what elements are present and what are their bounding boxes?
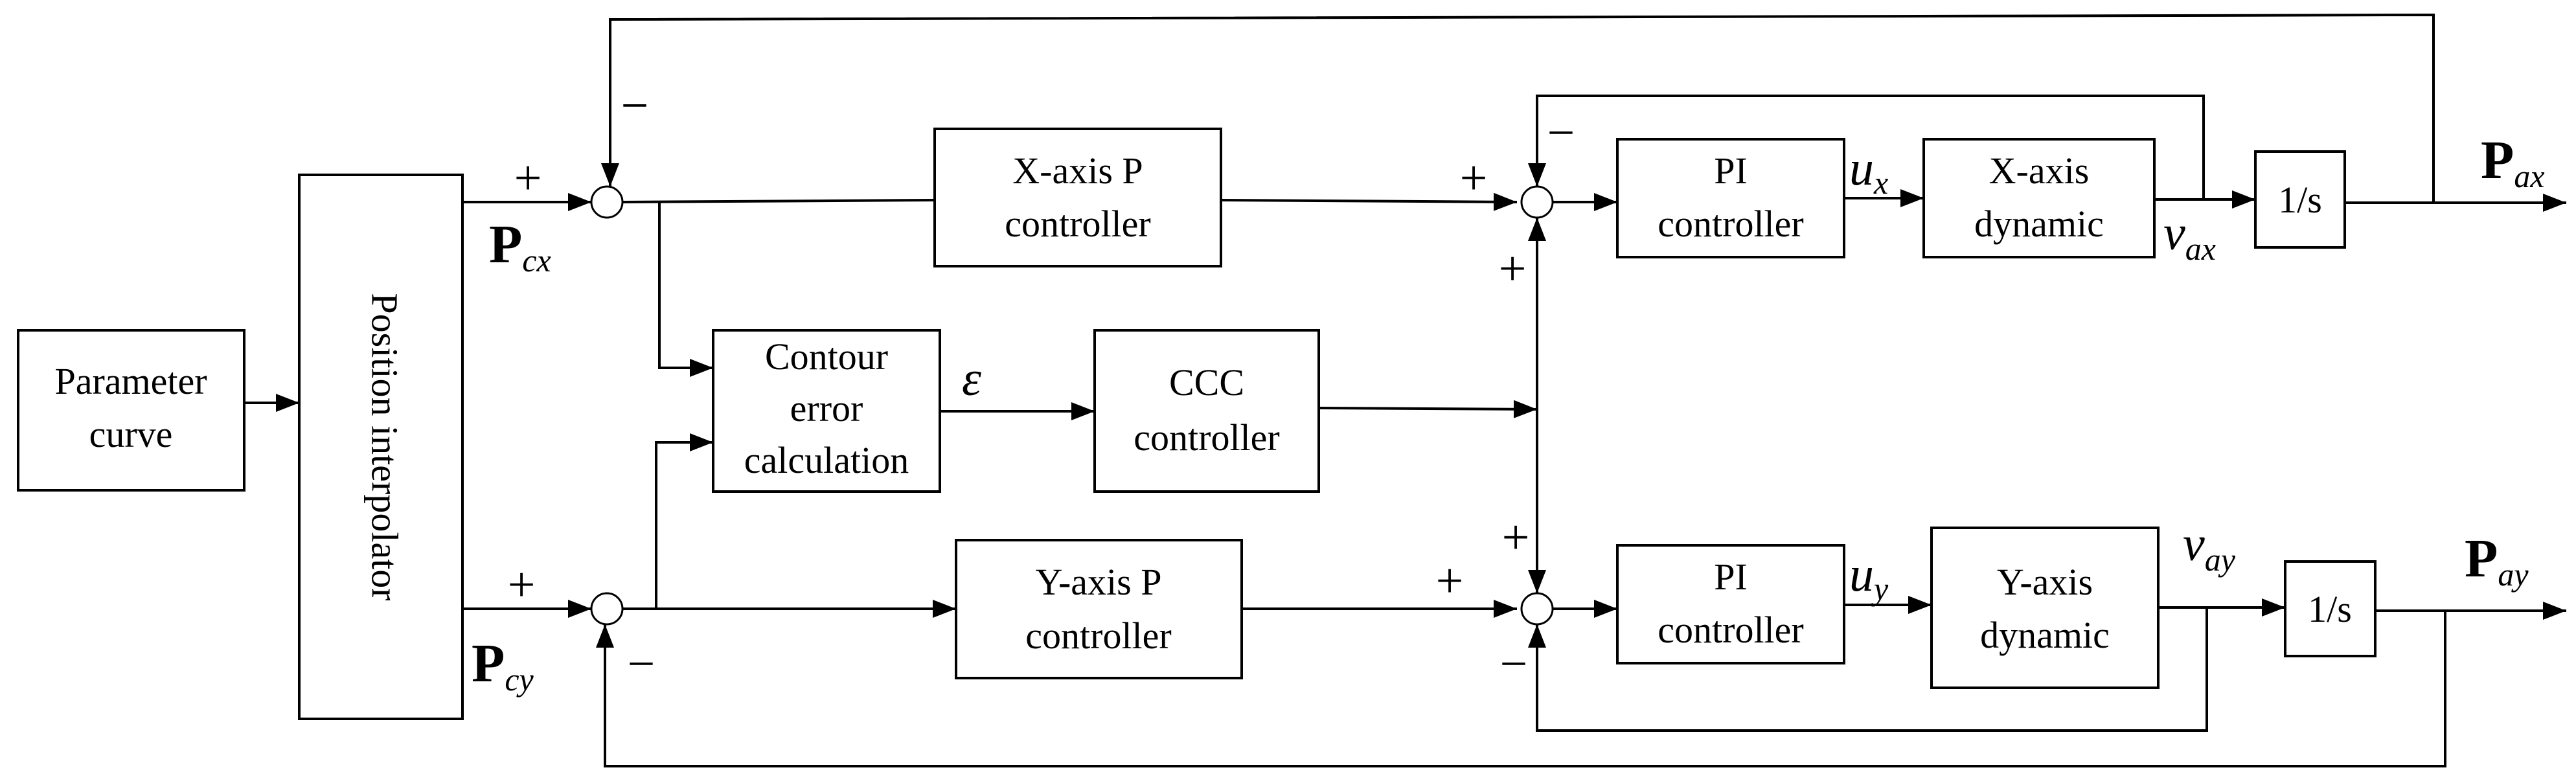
arrow-pay-feedback bbox=[596, 611, 2446, 767]
signal-p-cy: Pcy bbox=[472, 633, 534, 698]
x-dynamic-label-1: X-axis bbox=[1989, 150, 2090, 192]
pi-x-label-2: controller bbox=[1658, 203, 1803, 245]
integrator-y-block: 1/s bbox=[2284, 560, 2377, 657]
x-axis-p-label-1: X-axis P bbox=[1012, 150, 1143, 192]
contour-error-label-1: Contour bbox=[765, 335, 888, 378]
signal-v-ax: vax bbox=[2163, 206, 2216, 267]
pi-y-label-1: PI bbox=[1714, 556, 1748, 598]
integrator-y-label: 1/s bbox=[2308, 588, 2352, 630]
arrow-ccc-to-bus bbox=[1318, 400, 1538, 418]
y-dynamic-label-2: dynamic bbox=[1980, 614, 2110, 656]
pi-x-label-1: PI bbox=[1714, 150, 1748, 192]
line-sum1-to-xp bbox=[622, 199, 935, 203]
sign-sum4-plus-top: + bbox=[1502, 510, 1530, 565]
arrow-pax-feedback bbox=[601, 13, 2435, 203]
y-dynamic-label-1: Y-axis bbox=[1997, 561, 2093, 603]
sum-junction-4 bbox=[1520, 592, 1554, 626]
parameter-curve-block: Parameter curve bbox=[17, 329, 245, 492]
sign-sum3-plus-bottom: + bbox=[1499, 242, 1527, 296]
sign-sum3-minus: − bbox=[1547, 106, 1575, 160]
contour-error-label-3: calculation bbox=[744, 439, 909, 481]
pi-controller-y-block: PI controller bbox=[1616, 544, 1845, 664]
integrator-x-block: 1/s bbox=[2254, 150, 2346, 249]
signal-p-ay: Pay bbox=[2465, 528, 2529, 593]
signal-v-ay: vay bbox=[2183, 517, 2236, 578]
signal-p-cx: Pcx bbox=[489, 214, 551, 278]
signal-u-y: uy bbox=[1849, 547, 1889, 607]
pi-controller-x-block: PI controller bbox=[1616, 138, 1845, 258]
sign-sum4-minus: − bbox=[1500, 637, 1528, 691]
sign-sum3-plus-left: + bbox=[1460, 151, 1488, 205]
sign-sum2-minus: − bbox=[628, 637, 655, 691]
contour-error-block: Contour error calculation bbox=[712, 329, 941, 493]
position-interpolator-block: Position interpolator bbox=[298, 174, 464, 720]
sign-sum4-plus-left: + bbox=[1436, 554, 1464, 608]
connections bbox=[244, 13, 2566, 767]
arrow-sum1-to-contour bbox=[658, 202, 713, 377]
sum-junction-2 bbox=[590, 592, 624, 626]
sign-sum1-plus: + bbox=[514, 151, 542, 205]
arrow-sum2-to-contour bbox=[655, 433, 713, 609]
sign-sum1-minus: − bbox=[621, 78, 649, 133]
sum-junction-1 bbox=[590, 185, 624, 219]
sum-junction-3 bbox=[1520, 185, 1554, 219]
arrow-xp-to-sum3 bbox=[1220, 192, 1518, 211]
arrow-vay-feedback bbox=[1528, 607, 2208, 732]
x-dynamic-label-2: dynamic bbox=[1974, 203, 2104, 245]
contour-error-label-2: error bbox=[790, 387, 863, 429]
position-interpolator-label: Position interpolator bbox=[364, 293, 406, 600]
arrow-vax-feedback bbox=[1528, 95, 2205, 199]
ccc-label-2: controller bbox=[1134, 416, 1279, 459]
junction-signs: + − + − + − + + + − bbox=[508, 78, 1575, 691]
signal-u-x: ux bbox=[1849, 141, 1888, 201]
x-axis-p-controller-block: X-axis P controller bbox=[933, 128, 1222, 267]
sign-sum2-plus: + bbox=[508, 558, 536, 612]
y-axis-p-controller-block: Y-axis P controller bbox=[955, 539, 1243, 679]
ccc-label-1: CCC bbox=[1169, 361, 1244, 403]
y-axis-p-label-2: controller bbox=[1025, 615, 1171, 657]
parameter-curve-label-2: curve bbox=[89, 413, 173, 455]
x-axis-p-label-2: controller bbox=[1005, 203, 1150, 245]
ccc-controller-block: CCC controller bbox=[1093, 329, 1320, 493]
signal-p-ax: Pax bbox=[2481, 130, 2545, 194]
integrator-x-label: 1/s bbox=[2278, 179, 2322, 221]
pi-y-label-2: controller bbox=[1658, 609, 1803, 651]
y-axis-p-label-1: Y-axis P bbox=[1036, 561, 1162, 603]
signal-epsilon: ε bbox=[962, 352, 981, 406]
x-axis-dynamic-block: X-axis dynamic bbox=[1922, 138, 2156, 258]
y-axis-dynamic-block: Y-axis dynamic bbox=[1930, 527, 2160, 689]
parameter-curve-label-1: Parameter bbox=[54, 360, 207, 402]
